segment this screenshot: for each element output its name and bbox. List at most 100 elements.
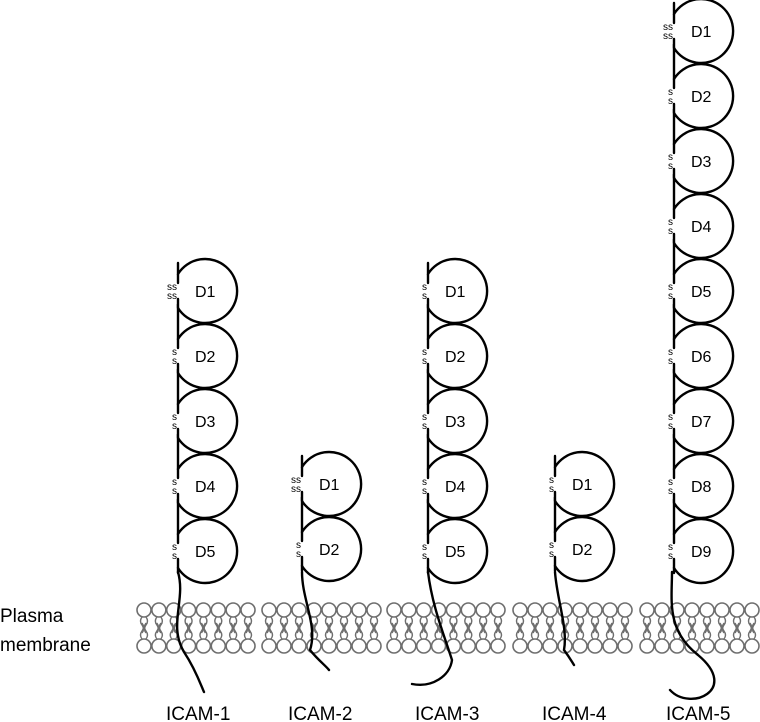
plasma-membrane [136, 602, 760, 654]
lipid-tail [545, 616, 551, 634]
lipid-tail [389, 616, 395, 634]
lipid-head [654, 638, 670, 654]
domain-label: D4 [691, 219, 712, 236]
lipid-tail [247, 622, 253, 640]
lipid-tail [691, 622, 697, 640]
lipid-head [261, 638, 277, 654]
lipid-tail [184, 622, 189, 640]
lipid-tail [545, 622, 551, 640]
lipid-tail [324, 622, 330, 640]
lipid-tail [324, 616, 330, 634]
lipid-head [639, 602, 655, 618]
domain-label: D1 [319, 477, 340, 494]
disulfide-label: s [549, 484, 554, 495]
lipid-head [475, 638, 491, 654]
lipid-head [714, 602, 730, 618]
disulfide-label: s [422, 421, 427, 432]
lipid-tail [154, 622, 160, 640]
lipid-tail [214, 616, 219, 634]
lipid-tail [497, 622, 503, 640]
protein-name-label: ICAM-1 [166, 704, 230, 722]
lipid-tail [199, 616, 204, 634]
disulfide-label: s [422, 551, 427, 562]
lipid-tail [199, 622, 204, 640]
lipid-tail [369, 616, 375, 634]
protein-group: D1ssssD2ssD3ssD4ssD5ssICAM-1D1ssssD2ssIC… [166, 0, 735, 722]
disulfide-label: s [549, 549, 554, 560]
lipid-tail [657, 622, 663, 640]
lipid-tail [736, 616, 742, 634]
lipid-tail [609, 616, 615, 634]
lipid-tail [268, 616, 274, 634]
lipid-tail [264, 622, 270, 640]
lipid-tail [408, 616, 414, 634]
lipid-tail [736, 622, 742, 640]
lipid-head [386, 602, 402, 618]
domain-label: D5 [691, 284, 712, 301]
disulfide-label: s [422, 477, 427, 488]
lipid-tail [464, 622, 469, 640]
lipid-tail [203, 616, 208, 634]
lipid-tail [158, 622, 164, 640]
lipid-tail [657, 616, 663, 634]
membrane-label-line2: membrane [0, 635, 91, 656]
lipid-tail [169, 616, 174, 634]
lipid-tail [423, 616, 428, 634]
lipid-tail [184, 616, 189, 634]
disulfide-label: s [172, 412, 177, 423]
lipid-tail [464, 616, 469, 634]
lipid-tail [624, 622, 630, 640]
disulfide-label: s [296, 540, 301, 551]
lipid-tail [228, 622, 234, 640]
disulfide-label: ss [167, 291, 177, 302]
lipid-tail [419, 622, 424, 640]
domain-label: D4 [195, 479, 216, 496]
lipid-head [744, 638, 760, 654]
lipid-tail [642, 616, 648, 634]
disulfide-label: s [172, 347, 177, 358]
lipid-tail [702, 622, 708, 640]
lipid-head [386, 638, 402, 654]
lipid-tail [449, 616, 454, 634]
lipid-tail [279, 616, 285, 634]
lipid-tail [478, 616, 484, 634]
lipid-tail [203, 622, 208, 640]
polypeptide-chain [672, 0, 735, 585]
domain-label: D5 [445, 544, 466, 561]
lipid-head [225, 638, 241, 654]
lipid-head [512, 638, 528, 654]
lipid-tail [453, 622, 458, 640]
domain-label: D2 [195, 349, 216, 366]
transmembrane-tail [410, 570, 454, 686]
lipid-tail [534, 622, 540, 640]
protein-name-label: ICAM-4 [542, 704, 607, 722]
lipid-tail [642, 622, 648, 640]
membrane-label-line1: Plasma [0, 606, 64, 627]
lipid-tail [579, 616, 585, 634]
lipid-tail [243, 622, 249, 640]
lipid-tail [646, 616, 652, 634]
domain-label: D3 [445, 414, 466, 431]
lipid-tail [721, 616, 727, 634]
polypeptide-chain [300, 450, 363, 583]
disulfide-label: s [422, 542, 427, 553]
lipid-tail [393, 616, 399, 634]
disulfide-label: s [668, 421, 673, 432]
lipid-head [291, 638, 307, 654]
lipid-head [430, 638, 447, 654]
lipid-tail [298, 616, 304, 634]
lipid-tail [328, 616, 334, 634]
lipid-tail [354, 616, 360, 634]
lipid-head [587, 638, 603, 654]
lipid-tail [354, 622, 360, 640]
lipid-tail [298, 622, 304, 640]
lipid-head [366, 602, 382, 618]
lipid-tail [404, 622, 410, 640]
lipid-tail [609, 622, 615, 640]
lipid-tail [423, 622, 428, 640]
domain-label: D1 [691, 24, 712, 41]
lipid-tail [358, 616, 364, 634]
lipid-head [401, 602, 417, 618]
